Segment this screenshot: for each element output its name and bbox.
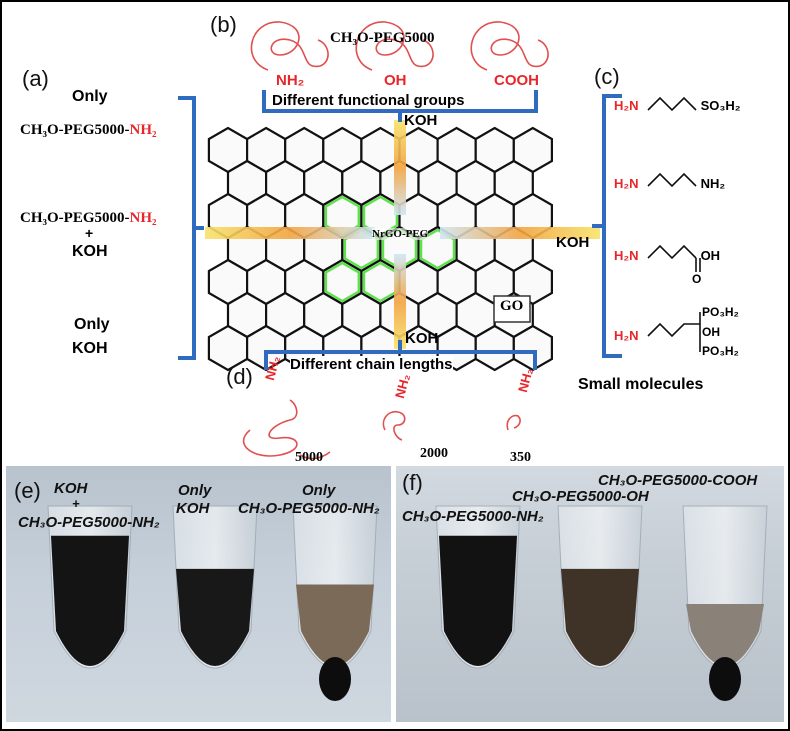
panel-f-label: (f) — [402, 470, 423, 495]
vials-photos — [47, 505, 768, 701]
peg-nh2-only-label: CH₃O-PEG5000-NH₂ — [20, 122, 157, 138]
vial-sediment — [709, 657, 741, 701]
vial-liquid — [51, 535, 129, 666]
bracket-d — [264, 340, 537, 370]
panel-a-label: (a) — [22, 66, 49, 91]
vial-f2-peg-oh: CH₃O-PEG5000-OH — [512, 488, 649, 505]
vial-liquid — [439, 535, 517, 666]
right-arrow-band — [440, 227, 600, 239]
koh-label-d: KOH — [405, 330, 439, 347]
bracket-b — [262, 90, 538, 122]
small-molecules-caption: Small molecules — [578, 376, 704, 393]
left-arrow-band — [205, 227, 375, 239]
small-molecules-structures — [647, 96, 701, 352]
only-label-1: Only — [72, 88, 108, 105]
chain-lengths-caption: Different chain lengths — [290, 356, 453, 373]
go-box — [493, 295, 531, 323]
vial-liquid — [296, 584, 374, 666]
koh-label-a1: KOH — [72, 243, 108, 260]
go-label: GO — [500, 298, 524, 314]
koh-label-a2: KOH — [72, 340, 108, 357]
koh-label-right: KOH — [556, 234, 590, 251]
bracket-c — [592, 94, 622, 358]
nrgo-peg-label: NrGO-PEG — [372, 228, 429, 240]
vial-e2-koh: KOH — [176, 500, 210, 517]
plus-sign: + — [85, 225, 94, 241]
length-5000: 5000 — [295, 450, 323, 465]
panel-d-label: (d) — [226, 364, 253, 389]
molecule-4-oh: OH — [702, 325, 720, 339]
graphene-hexagon — [512, 324, 554, 372]
graphene-sheet — [207, 126, 554, 372]
length-2000: 2000 — [420, 446, 448, 461]
vial-e3-only: Only — [302, 482, 336, 499]
nrgo-hexagon — [419, 228, 456, 270]
panel-e-label: (e) — [14, 478, 41, 503]
only-label-2: Only — [74, 316, 110, 333]
group-cooh: COOH — [494, 72, 539, 89]
nrgo-hexagon — [324, 195, 360, 237]
group-nh2: NH₂ — [276, 72, 305, 89]
schematic-diagram — [178, 21, 622, 460]
nrgo-hexagon — [324, 261, 360, 303]
molecule-4-po3h2-bottom: PO₃H₂ — [702, 344, 739, 358]
vial-liquid — [686, 604, 764, 666]
panel-b-label: (b) — [210, 12, 237, 37]
length-350: 350 — [510, 450, 531, 465]
vial-e1-peg: CH₃O-PEG5000-NH₂ — [18, 514, 160, 531]
bracket-a — [178, 96, 204, 360]
top-arrow-band — [394, 120, 406, 215]
peg-title-b: CH₃O-PEG5000 — [330, 30, 435, 46]
group-oh: OH — [384, 72, 407, 89]
molecule-4: H₂N — [614, 328, 639, 343]
bottom-arrow-band — [394, 254, 406, 349]
molecule-3-oxygen: O — [692, 272, 702, 286]
koh-label-b: KOH — [404, 112, 438, 129]
nrgo-hexagon — [362, 195, 399, 237]
vial-f3-peg-cooh: CH₃O-PEG5000-COOH — [598, 472, 758, 489]
vial-e2-only: Only — [178, 482, 212, 499]
panel-c-label: (c) — [594, 64, 620, 89]
peg-nh2-koh-label: CH₃O-PEG5000-NH₂ — [20, 210, 157, 226]
vial-liquid — [176, 568, 254, 666]
molecule-4-po3h2-top: PO₃H₂ — [702, 305, 739, 319]
functional-groups-caption: Different functional groups — [272, 92, 465, 109]
vial-sediment — [319, 657, 351, 701]
vial-e3-peg: CH₃O-PEG5000-NH₂ — [238, 500, 380, 517]
vial-liquid — [561, 568, 639, 666]
vial-e1-plus: + — [72, 496, 80, 511]
peg-coil-group — [242, 21, 549, 460]
graphene-hexagon — [474, 324, 515, 372]
vial-f1-peg-nh2: CH₃O-PEG5000-NH₂ — [402, 508, 544, 525]
vial-e1-koh: KOH — [54, 480, 88, 497]
